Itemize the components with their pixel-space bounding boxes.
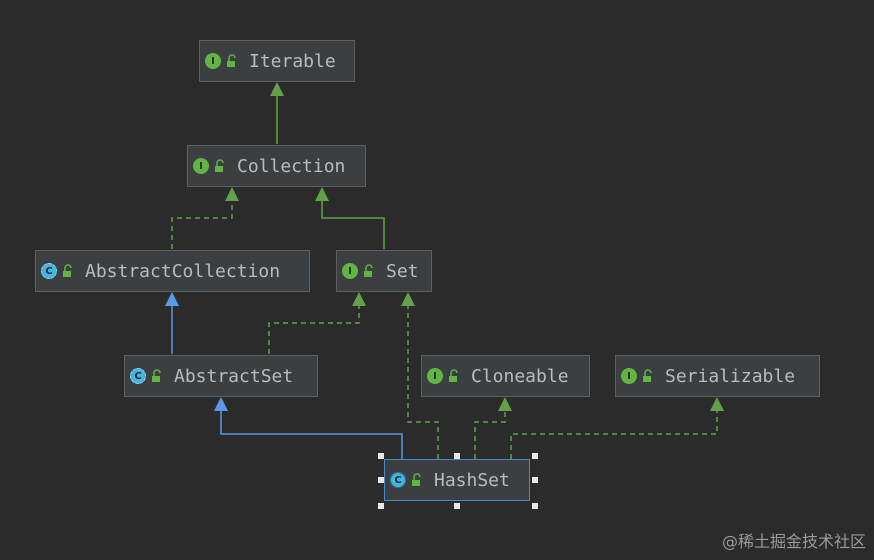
node-label: AbstractSet (174, 365, 294, 387)
arrowhead-collection-left (225, 187, 239, 201)
node-label: Collection (237, 155, 346, 177)
node-set[interactable]: I Set (336, 250, 432, 292)
node-abstract-set[interactable]: C AbstractSet (124, 355, 318, 397)
open-lock-icon (152, 369, 161, 382)
node-label: AbstractCollection (85, 260, 281, 282)
interface-icon: I (205, 53, 221, 69)
open-lock-icon (215, 159, 224, 172)
interface-icon: I (621, 368, 637, 384)
open-lock-icon (643, 369, 652, 382)
edge-abstractset-set (268, 306, 360, 354)
open-lock-icon (449, 369, 458, 382)
node-label: HashSet (434, 469, 510, 491)
node-collection[interactable]: I Collection (187, 145, 366, 187)
arrowhead-set-left (352, 292, 366, 306)
node-label: Iterable (249, 50, 336, 72)
node-abstract-collection[interactable]: C AbstractCollection (35, 250, 310, 292)
arrowhead-abstractcollection (165, 292, 179, 306)
edge-hashset-abstractset (220, 411, 403, 459)
interface-icon: I (342, 263, 358, 279)
resize-handle-bottom-right[interactable] (532, 503, 538, 509)
edge-set-collection (321, 201, 385, 249)
open-lock-icon (63, 264, 72, 277)
class-icon: C (390, 472, 406, 488)
interface-icon: I (427, 368, 443, 384)
arrowhead-serializable (710, 397, 724, 411)
node-label: Set (386, 260, 419, 282)
arrowhead-cloneable (498, 397, 512, 411)
abstract-class-icon: C (41, 263, 57, 279)
watermark: @稀土掘金技术社区 (721, 532, 866, 551)
resize-handle-top-right[interactable] (532, 453, 538, 459)
open-lock-icon (364, 264, 373, 277)
open-lock-icon (227, 54, 236, 67)
arrowhead-collection-right (315, 187, 329, 201)
interface-icon: I (193, 158, 209, 174)
edge-hashset-serializable (510, 411, 718, 459)
edge-abstractcollection-collection (171, 201, 233, 249)
edge-hashset-cloneable (474, 411, 506, 459)
abstract-class-icon: C (130, 368, 146, 384)
node-label: Serializable (665, 365, 796, 387)
resize-handle-bottom[interactable] (454, 503, 460, 509)
node-cloneable[interactable]: I Cloneable (421, 355, 590, 397)
node-iterable[interactable]: I Iterable (199, 40, 355, 82)
arrowhead-abstractset (214, 397, 228, 411)
edge-hashset-set (407, 306, 439, 459)
arrowhead-set-right (401, 292, 415, 306)
resize-handle-top-left[interactable] (378, 453, 384, 459)
open-lock-icon (412, 473, 421, 486)
resize-handle-bottom-left[interactable] (378, 503, 384, 509)
resize-handle-left[interactable] (378, 477, 384, 483)
arrowhead-iterable (270, 82, 284, 96)
resize-handle-right[interactable] (532, 477, 538, 483)
resize-handle-top[interactable] (454, 453, 460, 459)
node-label: Cloneable (471, 365, 569, 387)
node-serializable[interactable]: I Serializable (615, 355, 820, 397)
node-hash-set[interactable]: C HashSet (384, 459, 530, 501)
